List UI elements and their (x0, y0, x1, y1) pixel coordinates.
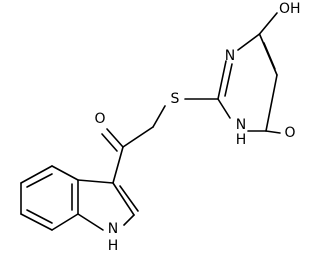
bond-c2-n3 (217, 98, 231, 119)
bond-c4-c5-inner (26, 173, 53, 188)
bond-n1-c2-inner (224, 63, 233, 97)
bond-c4-c5-outer (20, 165, 53, 184)
bond-ch2-co (122, 126, 154, 148)
atom-label-s: S (171, 91, 180, 107)
bond-c2-nh (123, 214, 135, 226)
bond-n1-c2-outer (217, 60, 227, 100)
atom-label-o-ketone: O (94, 111, 105, 127)
bond-c4-o-outer (265, 130, 281, 134)
bond-c7-c7a (51, 213, 79, 231)
atom-label-n-indole: N (108, 221, 118, 237)
bond-c3-c2-outer (112, 182, 135, 216)
bond-nh-c7a (77, 213, 104, 231)
bond-co-o-outer (106, 128, 124, 148)
atom-label-o-lactam: O (284, 125, 295, 141)
bond-c6-n1 (237, 33, 261, 51)
atom-label-oh: OH (279, 1, 301, 17)
atom-label-h-ring: H (236, 132, 247, 148)
bond-c3a-c4 (51, 165, 79, 181)
bond-c6-c7-inner (26, 209, 53, 224)
bond-co-o-inner (101, 133, 118, 152)
bond-c6-c7-outer (20, 213, 53, 231)
bond-c3-c2-inner (119, 185, 139, 212)
bond-c4-c5 (265, 74, 278, 132)
atom-label-n-ring: N (236, 117, 246, 133)
bond-c-oh (258, 12, 278, 35)
atom-label-n-top: N (225, 48, 235, 64)
bond-c3a-c3 (77, 179, 114, 184)
atom-label-h-indole: H (108, 238, 119, 254)
bond-s-ch2 (152, 105, 166, 128)
bond-c6-c5-inner (263, 42, 276, 70)
bond-co-c3 (112, 146, 124, 184)
